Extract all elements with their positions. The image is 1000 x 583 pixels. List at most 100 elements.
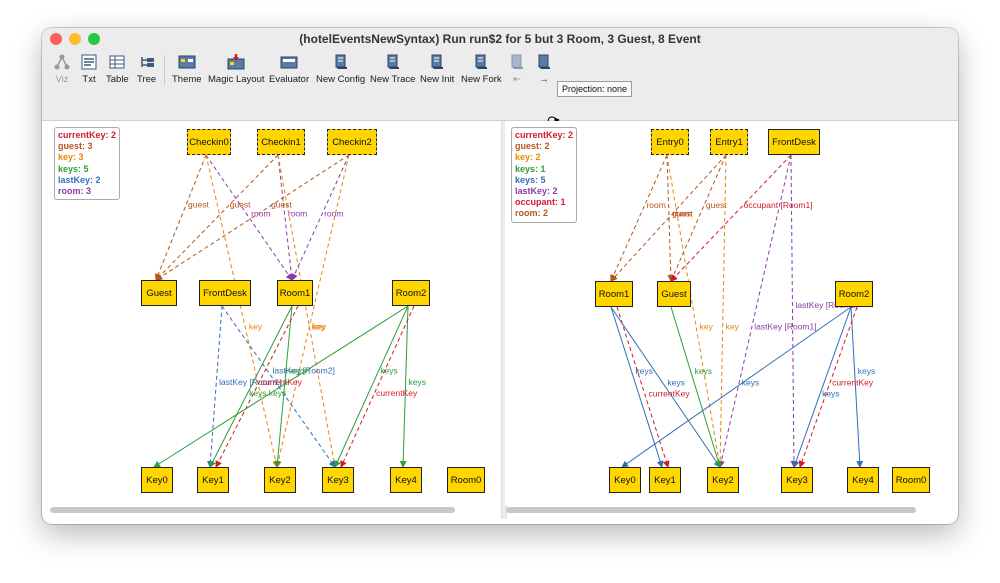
atom-node-room1[interactable]: Room1 (595, 281, 633, 307)
legend-entry: guest: 2 (515, 141, 550, 152)
edge-label-key: key (249, 322, 263, 332)
atom-node-key2[interactable]: Key2 (707, 467, 739, 493)
atom-node-room0[interactable]: Room0 (447, 467, 485, 493)
toolbar: Viz Txt Table Tree Theme (42, 50, 958, 140)
atom-node-key1[interactable]: Key1 (649, 467, 681, 493)
viz-icon (53, 53, 71, 70)
atom-node-key3[interactable]: Key3 (322, 467, 354, 493)
viz-label: Viz (55, 74, 69, 85)
relation-edge-lastKey (621, 306, 852, 468)
relation-edge-key (274, 154, 350, 468)
theme-icon (178, 53, 196, 70)
relation-edge-guest (610, 154, 668, 282)
new-config-button[interactable]: New Config (316, 53, 365, 85)
toolbar-separator (164, 55, 165, 85)
edge-label-keys: keys (289, 366, 306, 376)
new-fork-button[interactable]: New Fork (461, 53, 502, 85)
scroll-icon (535, 53, 553, 70)
atom-node-key4[interactable]: Key4 (390, 467, 422, 493)
minimize-button[interactable] (69, 33, 81, 45)
theme-label: Theme (172, 74, 202, 85)
edge-label-keys: keys (409, 377, 426, 387)
atom-node-entry0[interactable]: Entry0 (651, 129, 689, 155)
right-horizontal-scrollbar[interactable] (506, 507, 916, 513)
edge-label-currentKey: currentKey (261, 377, 303, 387)
theme-button[interactable]: Theme (172, 53, 202, 85)
scroll-icon (384, 53, 402, 70)
atom-node-key0[interactable]: Key0 (609, 467, 641, 493)
atom-node-key0[interactable]: Key0 (141, 467, 173, 493)
first-state-label: ⇤ (513, 74, 521, 85)
edge-label-currentKey: currentKey (832, 377, 874, 387)
edge-label-key: key (312, 322, 326, 332)
atom-node-entry1[interactable]: Entry1 (710, 129, 748, 155)
viz-button[interactable]: Viz (53, 53, 71, 85)
edge-label-room: lastKey [Room2] (795, 300, 857, 310)
relation-edge-room (291, 154, 350, 281)
atom-node-room2[interactable]: Room2 (835, 281, 873, 307)
magic-layout-label: Magic Layout (208, 74, 265, 85)
edge-label-guest: guest (672, 209, 693, 219)
relation-edge-keys (670, 306, 722, 468)
relation-edge-lastKey (221, 305, 336, 468)
magic-layout-icon (227, 53, 245, 70)
relation-edge-currentKey (340, 305, 415, 468)
legend-entry: keys: 1 (515, 163, 546, 174)
atom-node-key4[interactable]: Key4 (847, 467, 879, 493)
relation-edge-currentKey (215, 305, 299, 468)
atom-node-guest[interactable]: Guest (657, 281, 691, 307)
txt-button[interactable]: Txt (80, 53, 98, 85)
tree-icon (138, 53, 156, 70)
evaluator-icon (280, 53, 298, 70)
relation-edge-keys (399, 305, 409, 468)
atom-node-checkin1[interactable]: Checkin1 (257, 129, 305, 155)
edge-label-key: key (700, 322, 714, 332)
new-trace-button[interactable]: New Trace (370, 53, 415, 85)
alloy-visualizer-window: (hotelEventsNewSyntax) Run run$2 for 5 b… (42, 28, 958, 524)
edge-label-lastKey: lastKey [Room1] (219, 377, 281, 387)
edge-label-lastKey: keys (742, 377, 759, 387)
zoom-button[interactable] (88, 33, 100, 45)
magic-layout-button[interactable]: Magic Layout (208, 53, 265, 85)
atom-node-guest[interactable]: Guest (141, 280, 177, 306)
edge-label-room: room (251, 208, 270, 218)
new-init-button[interactable]: New Init (420, 53, 454, 85)
relation-edge-key (716, 154, 727, 468)
edge-label-guest: guest (188, 200, 209, 210)
legend-entry: keys: 5 (515, 174, 546, 185)
table-label: Table (106, 74, 129, 85)
relation-edge-currentKey (616, 306, 670, 468)
atom-node-frontdesk[interactable]: FrontDesk (199, 280, 251, 306)
atom-node-checkin2[interactable]: Checkin2 (327, 129, 377, 155)
evaluator-label: Evaluator (269, 74, 310, 85)
relation-edge-guest (155, 154, 279, 281)
projection-button[interactable]: Projection: none (557, 81, 633, 97)
title-bar: (hotelEventsNewSyntax) Run run$2 for 5 b… (42, 28, 958, 51)
relation-edge-currentKey (798, 306, 858, 468)
next-state-button[interactable]: → (535, 53, 553, 85)
atom-node-room0[interactable]: Room0 (892, 467, 930, 493)
edge-label-keys: keys (695, 366, 712, 376)
atom-node-key2[interactable]: Key2 (264, 467, 296, 493)
edge-label-guest: guest (271, 200, 292, 210)
atom-node-frontdesk[interactable]: FrontDesk (768, 129, 820, 155)
left-horizontal-scrollbar[interactable] (50, 507, 455, 513)
table-button[interactable]: Table (106, 53, 129, 85)
close-button[interactable] (50, 33, 62, 45)
first-state-button[interactable]: ⇤ (508, 53, 526, 85)
atom-node-checkin0[interactable]: Checkin0 (187, 129, 231, 155)
atom-node-room1[interactable]: Room1 (277, 280, 313, 306)
new-trace-label: New Trace (370, 74, 416, 85)
relation-edge-guest (670, 154, 727, 282)
evaluator-button[interactable]: Evaluator (269, 53, 309, 85)
atom-node-room2[interactable]: Room2 (392, 280, 430, 306)
edge-label-keys: keys (380, 366, 397, 376)
table-icon (108, 53, 126, 70)
atom-node-key3[interactable]: Key3 (781, 467, 813, 493)
relation-edge-guest (155, 154, 350, 281)
tree-button[interactable]: Tree (137, 53, 156, 85)
atom-node-key1[interactable]: Key1 (197, 467, 229, 493)
relation-edge-lastKey (610, 306, 721, 468)
